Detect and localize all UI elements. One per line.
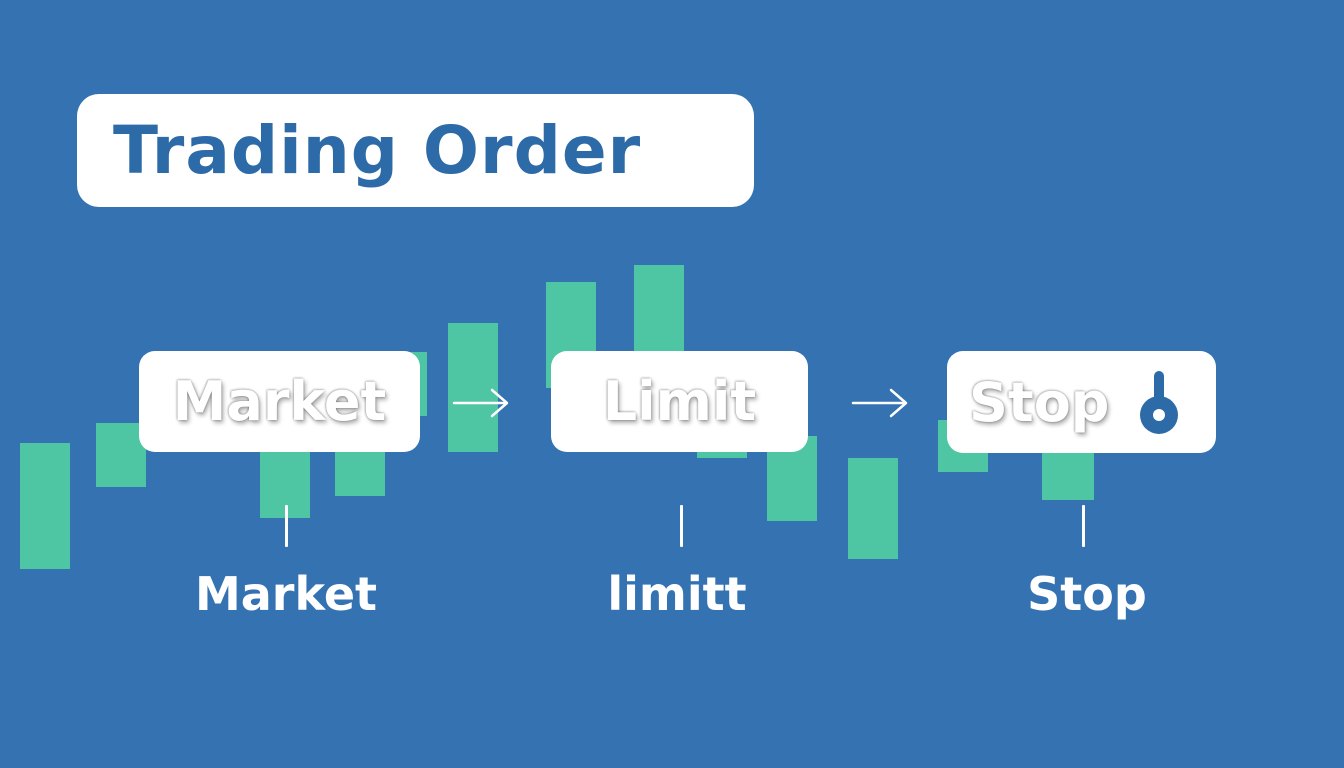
market-order-box: Market (139, 351, 420, 452)
market-order-label: Market (172, 370, 387, 433)
limit-order-label: Limit (602, 370, 757, 433)
stop-connector-line (1082, 505, 1085, 547)
candle (448, 323, 498, 452)
candle (96, 423, 146, 487)
limit-caption: limitt (607, 567, 747, 621)
market-caption: Market (194, 567, 378, 621)
candle (848, 458, 898, 559)
candle (20, 443, 70, 569)
stop-caption: Stop (1027, 567, 1147, 621)
title-pill: Trading Order (77, 94, 754, 207)
candle (1042, 452, 1094, 500)
stop-order-label: Stop (969, 370, 1110, 434)
limit-connector-line (680, 505, 683, 547)
limit-order-box: Limit (551, 351, 808, 452)
arrow-right-icon (851, 388, 908, 418)
market-connector-line (285, 505, 288, 547)
thermometer-icon (1140, 371, 1179, 434)
stop-order-box: Stop (947, 351, 1216, 453)
candle (634, 265, 684, 353)
arrow-right-icon (452, 388, 509, 418)
candle (697, 452, 747, 458)
page-title: Trading Order (113, 112, 642, 189)
candle (335, 452, 385, 496)
